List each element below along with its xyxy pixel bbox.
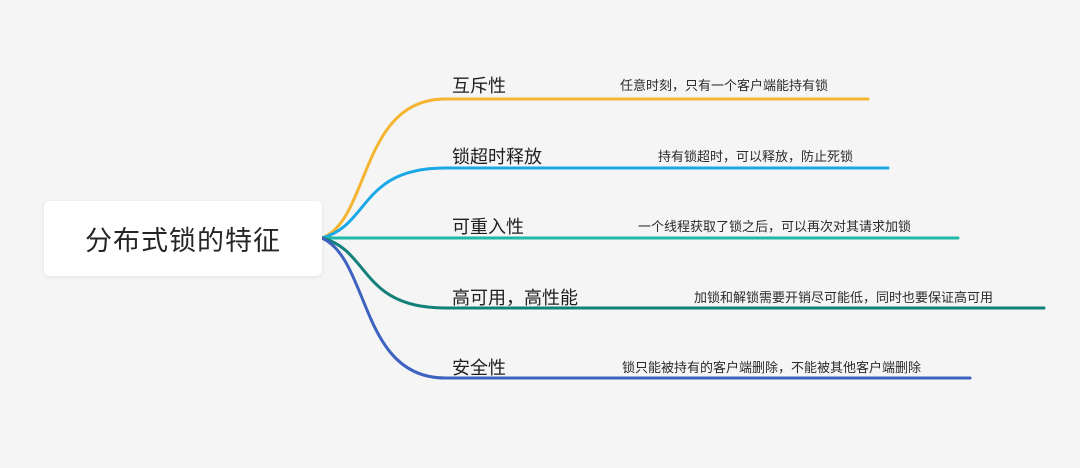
branch-description-1[interactable]: 持有锁超时，可以释放，防止死锁 xyxy=(658,150,854,165)
branch-description-4[interactable]: 锁只能被持有的客户端删除，不能被其他客户端删除 xyxy=(622,361,922,376)
root-node[interactable]: 分布式锁的特征 xyxy=(44,201,322,276)
branch-label-2[interactable]: 可重入性 xyxy=(452,217,524,238)
branch-connector-3 xyxy=(320,236,1046,310)
root-label: 分布式锁的特征 xyxy=(85,226,281,257)
branch-label-3[interactable]: 高可用，高性能 xyxy=(452,288,578,309)
branch-label-4[interactable]: 安全性 xyxy=(452,358,506,379)
branch-description-3[interactable]: 加锁和解锁需要开销尽可能低，同时也要保证高可用 xyxy=(694,291,994,306)
branch-connector-1 xyxy=(320,166,890,240)
branch-connector-4 xyxy=(320,236,972,380)
branch-description-2[interactable]: 一个线程获取了锁之后，可以再次对其请求加锁 xyxy=(638,220,912,235)
branch-description-0[interactable]: 任意时刻，只有一个客户端能持有锁 xyxy=(620,79,829,94)
branch-connector-0 xyxy=(320,97,870,240)
branch-label-1[interactable]: 锁超时释放 xyxy=(452,147,542,168)
branch-label-0[interactable]: 互斥性 xyxy=(452,76,506,97)
